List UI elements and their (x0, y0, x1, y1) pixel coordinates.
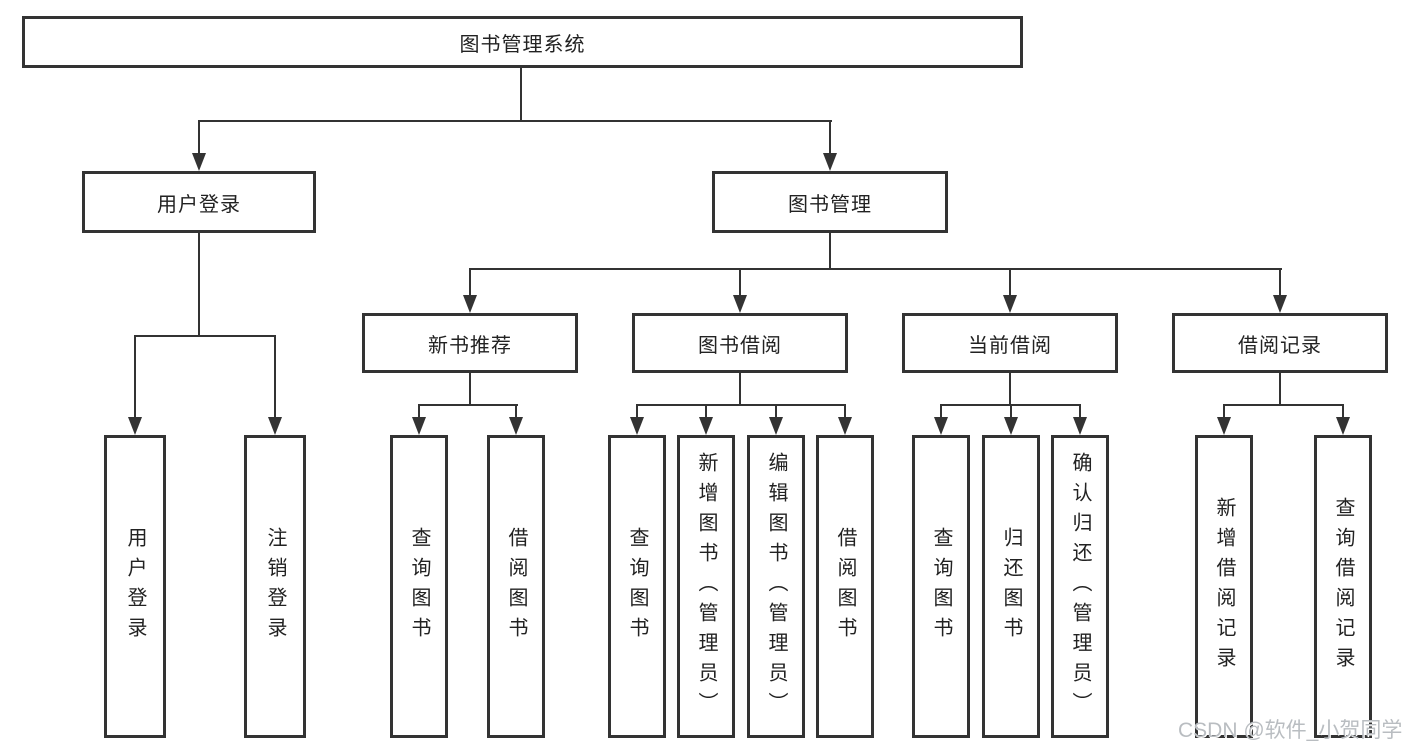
connector-arrow (934, 417, 948, 435)
node-label: 图书管理 (788, 193, 872, 216)
leaf-label: 查询图书 (626, 526, 648, 647)
connector-line (418, 404, 518, 406)
connector-line (469, 373, 471, 406)
connector-arrow (463, 295, 477, 313)
leaf-label: 新增借阅记录 (1213, 496, 1235, 677)
connector-arrow (268, 417, 282, 435)
connector-line (829, 120, 831, 155)
connector-arrow (192, 153, 206, 171)
leaf-query-books-recommend: 查询图书 (390, 435, 448, 738)
leaf-user-login: 用户登录 (104, 435, 166, 738)
connector-line (1079, 404, 1081, 419)
node-book-management: 图书管理 (712, 171, 948, 233)
leaf-edit-books-admin: 编辑图书（管理员） (747, 435, 805, 738)
connector-line (829, 233, 831, 270)
connector-arrow (733, 295, 747, 313)
node-label: 当前借阅 (968, 334, 1052, 357)
leaf-label: 编辑图书（管理员） (765, 451, 787, 722)
leaf-add-borrow-record: 新增借阅记录 (1195, 435, 1253, 738)
node-current-borrowing: 当前借阅 (902, 313, 1118, 373)
connector-line (1223, 404, 1344, 406)
connector-line (515, 404, 517, 419)
node-new-book-recommendation: 新书推荐 (362, 313, 578, 373)
leaf-query-books-borrowing: 查询图书 (608, 435, 666, 738)
leaf-label: 查询图书 (930, 526, 952, 647)
connector-line (1223, 404, 1225, 419)
connector-arrow (699, 417, 713, 435)
leaf-query-books-current: 查询图书 (912, 435, 970, 738)
csdn-watermark: CSDN @软件_小贺同学 (1178, 719, 1403, 742)
leaf-logout: 注销登录 (244, 435, 306, 738)
connector-line (1279, 268, 1281, 297)
connector-line (636, 404, 638, 419)
connector-line (1010, 404, 1012, 419)
leaf-add-books-admin: 新增图书（管理员） (677, 435, 735, 738)
node-book-borrowing: 图书借阅 (632, 313, 848, 373)
leaf-label: 借阅图书 (505, 526, 527, 647)
node-label: 借阅记录 (1238, 334, 1322, 357)
connector-line (739, 268, 741, 297)
connector-line (636, 404, 846, 406)
connector-line (1009, 268, 1011, 297)
connector-arrow (509, 417, 523, 435)
connector-line (134, 335, 276, 337)
connector-line (469, 268, 1282, 270)
connector-arrow (1217, 417, 1231, 435)
leaf-borrow-books-recommend: 借阅图书 (487, 435, 545, 738)
connector-arrow (838, 417, 852, 435)
connector-line (418, 404, 420, 419)
node-borrowing-records: 借阅记录 (1172, 313, 1388, 373)
connector-line (739, 373, 741, 406)
connector-arrow (823, 153, 837, 171)
connector-line (198, 233, 200, 337)
connector-arrow (769, 417, 783, 435)
connector-line (1009, 373, 1011, 406)
connector-line (274, 335, 276, 419)
connector-line (198, 120, 832, 122)
connector-arrow (412, 417, 426, 435)
leaf-return-books: 归还图书 (982, 435, 1040, 738)
leaf-label: 注销登录 (264, 526, 286, 647)
node-library-management-system: 图书管理系统 (22, 16, 1023, 68)
connector-line (775, 404, 777, 419)
connector-line (844, 404, 846, 419)
connector-line (134, 335, 136, 419)
connector-arrow (1073, 417, 1087, 435)
connector-line (705, 404, 707, 419)
leaf-label: 查询借阅记录 (1332, 496, 1354, 677)
leaf-label: 归还图书 (1000, 526, 1022, 647)
connector-line (469, 268, 471, 297)
connector-arrow (1336, 417, 1350, 435)
node-label: 图书管理系统 (459, 33, 586, 56)
leaf-query-borrow-records: 查询借阅记录 (1314, 435, 1372, 738)
connector-line (520, 68, 522, 122)
connector-arrow (1004, 417, 1018, 435)
node-label: 用户登录 (157, 193, 241, 216)
leaf-label: 查询图书 (408, 526, 430, 647)
connector-arrow (1273, 295, 1287, 313)
node-label: 图书借阅 (698, 334, 782, 357)
leaf-label: 用户登录 (124, 526, 146, 647)
node-user-login: 用户登录 (82, 171, 316, 233)
leaf-label: 确认归还（管理员） (1069, 451, 1091, 722)
leaf-label: 借阅图书 (834, 526, 856, 647)
leaf-confirm-return-admin: 确认归还（管理员） (1051, 435, 1109, 738)
connector-line (1279, 373, 1281, 406)
connector-arrow (1003, 295, 1017, 313)
connector-arrow (630, 417, 644, 435)
connector-line (940, 404, 942, 419)
connector-arrow (128, 417, 142, 435)
leaf-borrow-books: 借阅图书 (816, 435, 874, 738)
connector-line (1342, 404, 1344, 419)
node-label: 新书推荐 (428, 334, 512, 357)
leaf-label: 新增图书（管理员） (695, 451, 717, 722)
connector-line (198, 120, 200, 155)
